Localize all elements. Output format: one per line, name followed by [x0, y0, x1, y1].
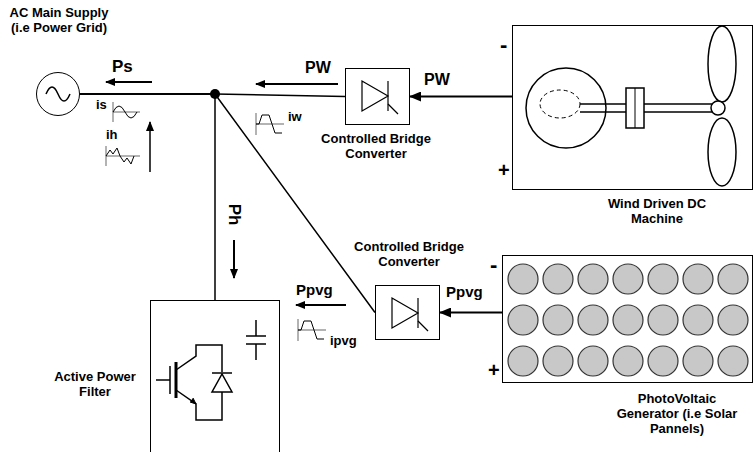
power-arrow: [296, 304, 346, 306]
connector: [80, 94, 215, 300]
polarity-sign: +: [488, 360, 500, 380]
node-label: Active Power Filter: [43, 369, 147, 399]
converter-box: Controlled Bridge Converter: [345, 68, 410, 125]
node-label: Controlled Bridge Converter: [306, 131, 446, 161]
signal-label: PW: [424, 72, 450, 88]
connector: [410, 96, 512, 98]
node-label: Controlled Bridge Converter: [339, 239, 479, 269]
wind-machine-box: Wind Driven DC Machine: [512, 25, 753, 190]
power-arrow: [106, 81, 152, 83]
pv-cells: [506, 259, 751, 382]
filter-box: Active Power Filter: [150, 300, 280, 452]
current-arrow: [149, 122, 151, 172]
signal-label: Ppvg: [446, 284, 483, 299]
polarity-sign: +: [498, 160, 510, 180]
thyristor-symbol: [392, 298, 418, 328]
power-arrow: [233, 240, 235, 278]
igbt-symbol: [156, 320, 266, 420]
signal-label: ih: [106, 128, 118, 141]
connector: [80, 94, 375, 313]
node-label: Wind Driven DC Machine: [597, 196, 717, 226]
node-label: AC Main Supply (i.e Power Grid): [5, 5, 113, 35]
wind-machine: [526, 26, 736, 186]
converter-box: Controlled Bridge Converter: [375, 285, 440, 340]
polarity-sign: -: [490, 254, 497, 276]
signal-label: PW: [305, 60, 331, 76]
signal-label: Ph: [226, 204, 243, 226]
connector: [440, 312, 502, 314]
pv-generator-box: PhotoVoltaic Generator (i.e Solar Pannel…: [502, 255, 753, 383]
power-arrow: [256, 83, 338, 85]
thyristor-symbol: [362, 81, 388, 111]
signal-label: ipvg: [330, 334, 357, 347]
signal-label: is: [96, 98, 107, 111]
ac-source: AC Main Supply (i.e Power Grid): [36, 72, 80, 116]
polarity-sign: -: [500, 34, 507, 56]
node-label: PhotoVoltaic Generator (i.e Solar Pannel…: [607, 391, 747, 436]
signal-label: iw: [288, 110, 302, 123]
signal-label: Ps: [112, 58, 133, 75]
signal-label: Ppvg: [296, 282, 333, 297]
sine-symbol: [46, 87, 70, 101]
